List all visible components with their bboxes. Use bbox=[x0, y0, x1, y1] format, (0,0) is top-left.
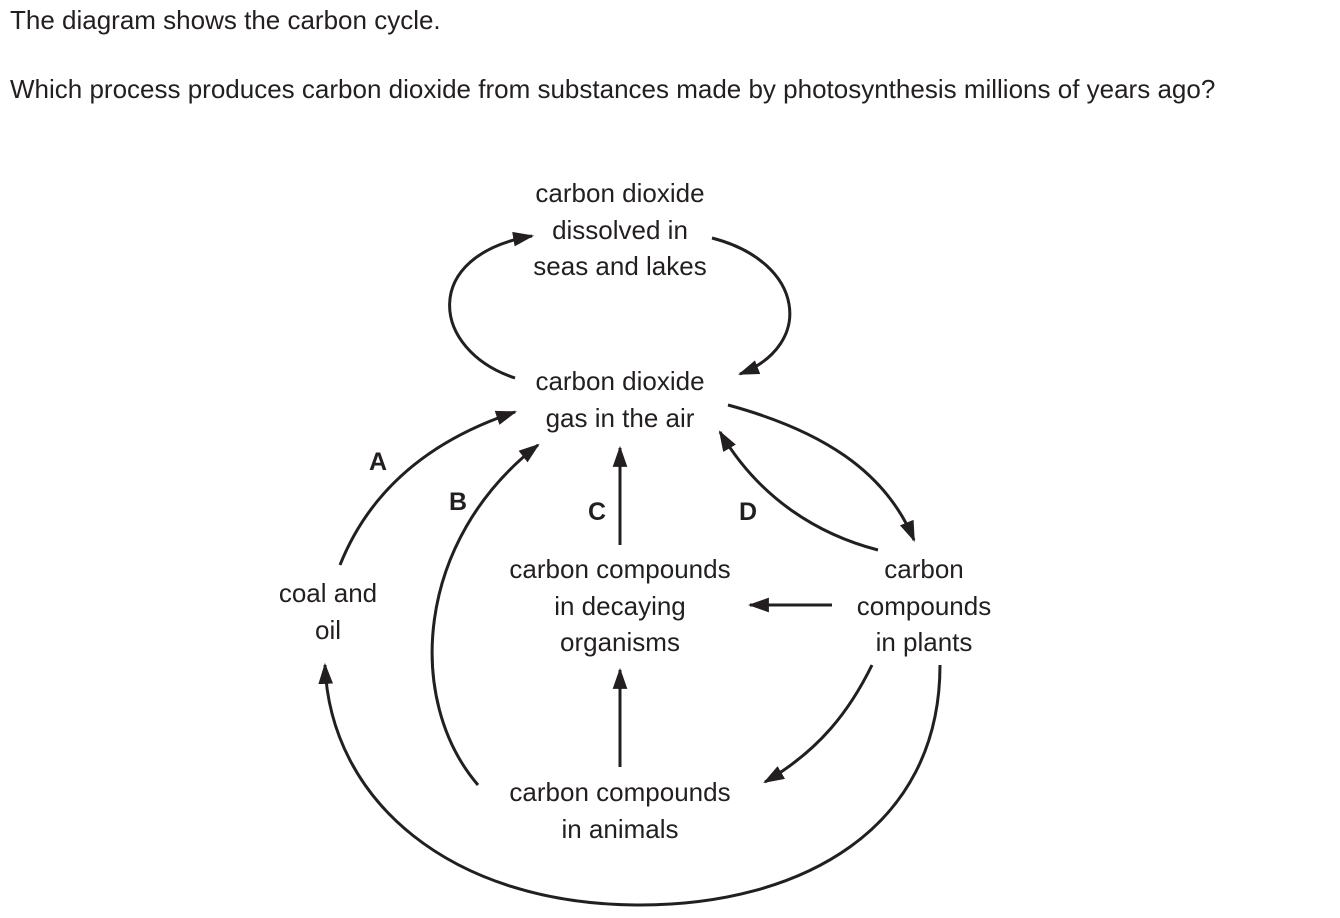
label-d: D bbox=[738, 498, 758, 526]
arrow-plants-to-coal bbox=[318, 662, 942, 907]
node-line: in animals bbox=[561, 813, 679, 844]
node-coal-oil: coal and oil bbox=[279, 575, 377, 648]
node-line: coal and bbox=[278, 578, 378, 608]
node-line: compounds bbox=[856, 590, 992, 621]
node-line: oil bbox=[314, 614, 341, 645]
arrow-a-coal-to-air bbox=[338, 410, 517, 566]
question-intro: The diagram shows the carbon cycle. bbox=[10, 5, 441, 35]
node-decaying-organisms: carbon compounds in decaying organisms bbox=[509, 551, 730, 661]
arrow-d-plants-to-air bbox=[718, 430, 879, 552]
label-c: C bbox=[587, 498, 607, 526]
node-air-co2: carbon dioxide gas in the air bbox=[535, 363, 704, 436]
node-line: carbon dioxide bbox=[535, 178, 705, 208]
node-line: organisms bbox=[560, 627, 680, 657]
node-line: carbon dioxide bbox=[535, 366, 705, 396]
node-line: gas in the air bbox=[545, 402, 695, 433]
label-a: A bbox=[368, 448, 388, 476]
node-dissolved-co2: carbon dioxide dissolved in seas and lak… bbox=[533, 175, 706, 285]
arrow-dissolved-to-air bbox=[711, 236, 792, 376]
node-line: seas and lakes bbox=[533, 251, 707, 281]
question-prompt: Which process produces carbon dioxide fr… bbox=[10, 74, 1216, 104]
node-line: carbon compounds bbox=[509, 554, 731, 584]
node-line: carbon compounds bbox=[509, 777, 731, 807]
node-animals: carbon compounds in animals bbox=[509, 774, 730, 847]
arrow-air-to-plants bbox=[727, 403, 916, 542]
label-b: B bbox=[448, 488, 468, 516]
node-line: in decaying bbox=[554, 590, 686, 621]
node-plants: carbon compounds in plants bbox=[857, 551, 991, 661]
arrow-air-to-dissolved bbox=[448, 231, 535, 380]
node-line: carbon bbox=[884, 554, 964, 584]
arrow-b-animals-to-air bbox=[430, 443, 540, 786]
arrow-plants-to-animals bbox=[763, 664, 874, 784]
node-line: dissolved in bbox=[552, 214, 688, 245]
node-line: in plants bbox=[875, 627, 973, 657]
